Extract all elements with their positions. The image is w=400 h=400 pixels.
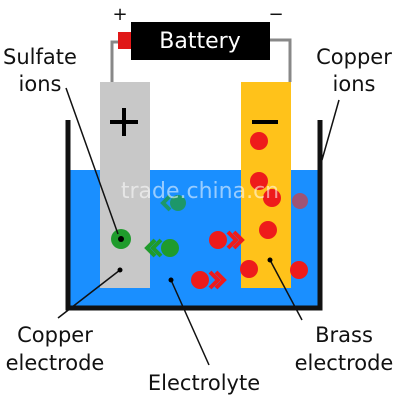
copper-ion-faded [292,193,308,209]
copper-ion [259,221,277,239]
wire-left [110,40,120,82]
wire-right [268,38,292,82]
copper-ion [240,260,258,278]
battery-body [131,22,270,60]
sulfate-ion-at-electrode [111,229,131,249]
copper-ion [250,172,268,190]
copper-ion [290,261,308,279]
label-sulfate-ions-2: ions [19,72,62,96]
label-copper-ions-2: ions [333,72,376,96]
label-copper-electrode: Copper [17,323,93,347]
label-brass-electrode: Brass [315,323,373,347]
sulfate-ion-moving [144,238,179,258]
sulfate-ion-moving [160,194,186,212]
battery-minus-sign: − [268,4,283,25]
battery-positive-terminal [118,32,132,49]
copper-ion-moving [191,270,227,290]
label-copper-ions: Copper [316,45,392,69]
battery-plus-sign: + [112,4,127,25]
anchor-dots [117,257,273,283]
container-vessel [65,120,323,311]
copper-ion [263,189,281,207]
watermark: trade.china.cn [121,179,279,204]
leader-lines [57,87,340,366]
label-sulfate-ions: Sulfate [3,45,77,69]
copper-ions-deposited [240,132,308,279]
copper-ion-moving [209,230,245,250]
label-brass-electrode-2: electrode [295,351,394,375]
copper-electrode-plus-sign [110,108,138,136]
copper-ion [250,132,268,150]
label-copper-electrode-2: electrode [6,351,105,375]
label-electrolyte: Electrolyte [148,371,260,395]
battery-label: Battery [159,29,240,54]
